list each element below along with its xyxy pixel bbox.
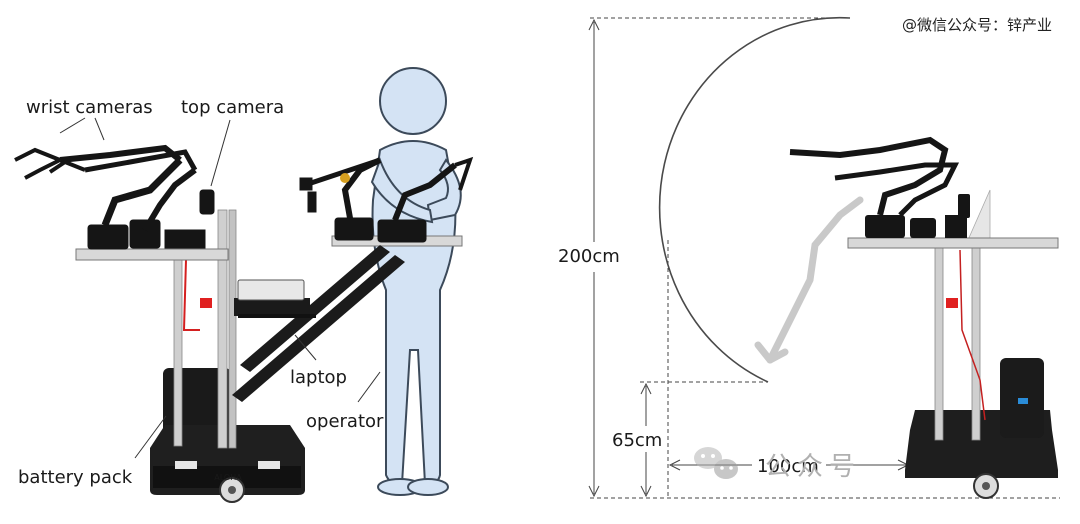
laptop-tray: [232, 245, 405, 402]
dim-height-total: 200cm: [558, 246, 620, 267]
operator-figure: [370, 67, 462, 496]
vertical-frame: [173, 209, 237, 449]
label-laptop: laptop: [290, 367, 347, 388]
wechat-logo-icon: [694, 447, 738, 479]
reach-arc: [658, 16, 851, 383]
base-badge: ALOHA: [214, 473, 242, 482]
left-panel: ALOHA: [14, 67, 474, 503]
left-callouts: [59, 117, 381, 459]
label-operator: operator: [306, 411, 384, 432]
top-platform: [75, 248, 229, 261]
label-top-camera: top camera: [181, 97, 284, 118]
left-robot-arms: [14, 144, 215, 250]
label-wrist-cameras: wrist cameras: [26, 97, 153, 118]
right-robot-arms: [299, 156, 474, 243]
dim-reach: 100cm: [757, 456, 819, 477]
watermark-top: @微信公众号：锌产业: [902, 16, 1053, 34]
ghost-arm: [754, 196, 864, 364]
dim-height-base: 65cm: [612, 430, 662, 451]
dimension-lines: [588, 17, 1060, 499]
right-panel: 200cm 65cm 100cm: [558, 16, 1060, 499]
right-robot: [789, 136, 1059, 499]
watermark-center: 公众号: [765, 452, 862, 482]
label-battery-pack: battery pack: [18, 467, 133, 488]
